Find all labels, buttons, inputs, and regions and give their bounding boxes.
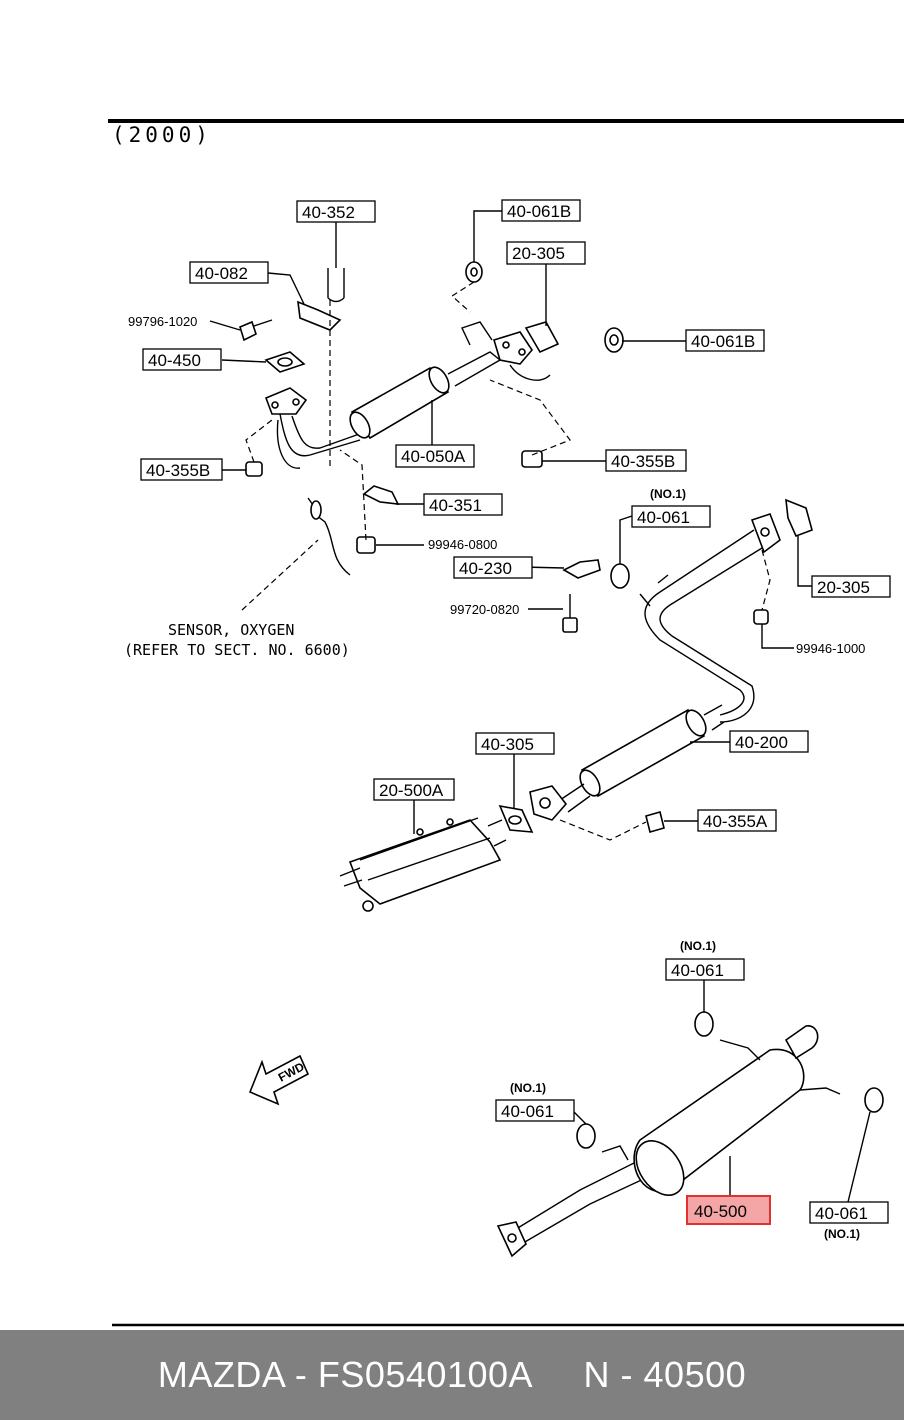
label-40-500-highlighted: 40-500 [694,1202,747,1221]
label-40-355B-left: 40-355B [146,461,210,480]
bracket-40230 [562,559,601,579]
rubber-hanger-mid [610,563,630,589]
label-99796-1020: 99796-1020 [128,314,197,329]
front-pipe-assembly [264,321,551,469]
label-20-500A: 20-500A [379,781,444,800]
bracket-40351 [362,485,400,505]
front-pipe-flange [264,387,308,415]
label-40-230: 40-230 [459,559,512,578]
upper-dashed-leaders [241,281,571,611]
label-40-061B-top: 40-061B [507,202,571,221]
fwd-arrow: FWD [248,1054,310,1106]
no1-marker-right: (NO.1) [824,1227,860,1241]
nut-right [521,450,543,468]
tail-pipe [784,1025,819,1060]
label-40-061-right: 40-061 [815,1204,868,1223]
middle-dashed-leaders [559,549,771,841]
rubber-hanger-rear-left [576,1123,596,1149]
label-40-355A: 40-355A [703,812,768,831]
upper-hardware [239,261,624,576]
no1-marker-top-right: (NO.1) [680,939,716,953]
exhaust-parts-diagram: (2000) [108,119,904,1327]
no1-marker-mid: (NO.1) [650,487,686,501]
nut-40355A [645,811,665,833]
gasket-top [524,321,560,354]
label-99946-0800: 99946-0800 [428,537,497,552]
label-40-082: 40-082 [195,264,248,283]
label-40-061-top-right: 40-061 [671,961,724,980]
sensor-note-line2: (REFER TO SECT. NO. 6600) [124,641,350,659]
front-pipe-outlet-flange [493,331,534,365]
label-20-305-top: 20-305 [512,244,565,263]
label-99720-0820: 99720-0820 [450,602,519,617]
highlight-box [686,1195,771,1225]
label-40-355B-right: 40-355B [611,452,675,471]
center-resonator [580,708,706,798]
catalytic-converter [339,817,507,912]
label-40-050A: 40-050A [401,447,466,466]
label-40-061-left: 40-061 [501,1102,554,1121]
rear-muffler-assembly [496,1025,841,1258]
label-40-352: 40-352 [302,203,355,222]
rubber-hanger-rear-right [864,1087,884,1113]
clamp-bracket [297,300,342,331]
no1-marker-left: (NO.1) [510,1081,546,1095]
year-heading: (2000) [112,123,212,147]
leader-lines [209,210,871,1203]
middle-hardware [498,498,813,833]
u-bolt [327,268,345,303]
label-40-061-mid: 40-061 [637,508,690,527]
callout-labels: 40-352 40-061B 20-305 40-082 99796-1020 … [124,199,891,1241]
nut-left [245,461,263,477]
label-20-305-mid: 20-305 [817,578,870,597]
rubber-hanger-rear-top [694,1011,714,1037]
gasket-mid [785,498,813,538]
rear-hardware [576,1011,884,1149]
footer-part-number: MAZDA - FS0540100A N - 40500 [157,1354,747,1395]
label-40-061B-right: 40-061B [691,332,755,351]
sensor-note-line1: SENSOR, OXYGEN [168,621,294,639]
label-40-305: 40-305 [481,735,534,754]
footer-bar: MAZDA - FS0540100A N - 40500 [0,1330,904,1420]
label-99946-1000: 99946-1000 [796,641,865,656]
label-40-200: 40-200 [735,733,788,752]
label-40-450: 40-450 [148,351,201,370]
middle-pipe-assembly [529,512,781,821]
label-40-351: 40-351 [429,496,482,515]
